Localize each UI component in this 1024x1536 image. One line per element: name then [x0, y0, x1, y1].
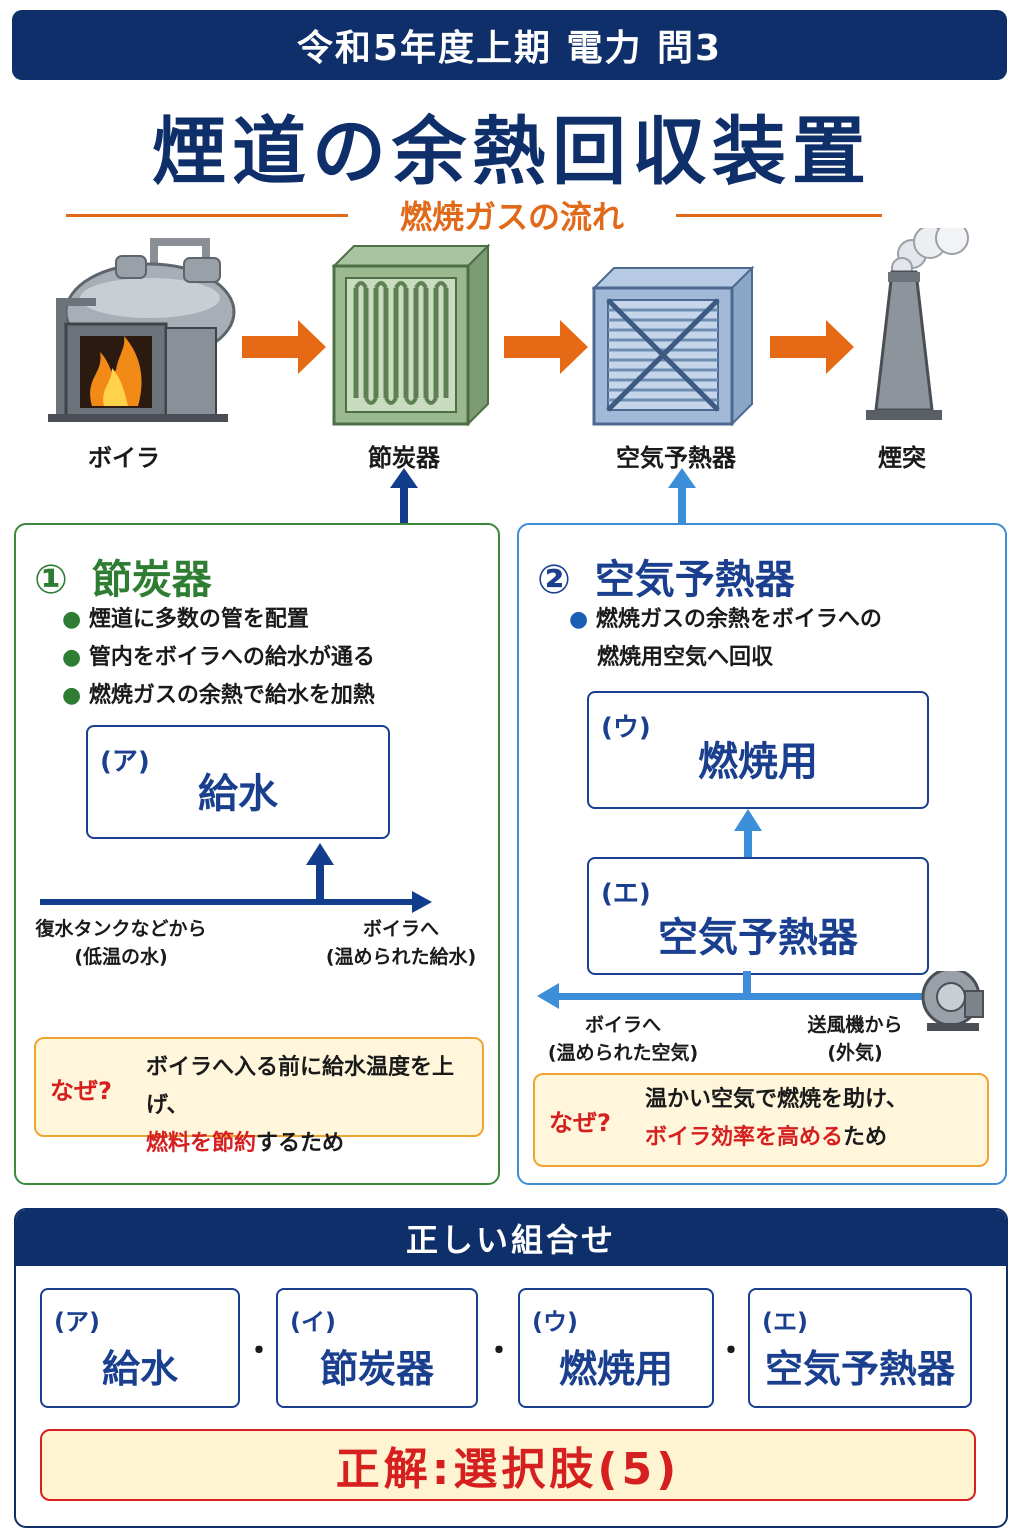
air-preheater-reason-text: 温かい空気で燃焼を助け、 ボイラ効率を高めるため — [645, 1087, 908, 1150]
box-label-u: 燃焼用 — [698, 739, 818, 785]
equipment-label-economizer: 節炭器 — [368, 444, 440, 472]
answer-separator: ・ — [484, 1334, 514, 1369]
box-tag-a: (ア) — [100, 747, 150, 777]
answer-item-e: (エ) 空気予熱器 — [748, 1288, 972, 1408]
boiler-icon — [48, 238, 236, 422]
air-source: 送風機から (外気) — [807, 1014, 903, 1064]
answer-item-a: (ア) 給水 — [40, 1288, 240, 1408]
box-label-a: 給水 — [198, 771, 278, 817]
heated-air-destination: ボイラへ (温められた空気) — [547, 1014, 699, 1064]
equipment-label-boiler: ボイラ — [88, 444, 160, 472]
flow-arrow-2 — [504, 320, 588, 374]
header-title: 令和5年度上期 電力 問3 — [296, 28, 723, 69]
panel-number-1: ① — [34, 557, 68, 603]
feedwater-line — [40, 843, 432, 913]
box-label-e: 空気予熱器 — [658, 915, 858, 961]
connector-arrows — [390, 468, 696, 524]
up-arrow-economizer — [390, 468, 418, 524]
flow-arrow-3 — [770, 320, 854, 374]
chimney-icon — [866, 228, 969, 420]
flow-label: 燃焼ガスの流れ — [399, 198, 624, 236]
economizer-icon — [331, 243, 491, 427]
answer-heading: 正しい組合せ — [16, 1210, 1006, 1266]
flow-illustration — [48, 228, 969, 427]
economizer-reason-text: ボイラへ入る前に給水温度を上げ、 燃料を節約するため — [146, 1055, 455, 1156]
feedwater-destination: ボイラへ (温められた給水) — [325, 918, 477, 968]
feedwater-source: 復水タンクなどから (低温の水) — [35, 918, 207, 968]
answer-box-e: (エ) 空気予熱器 — [587, 857, 929, 975]
main-title: 煙道の余熱回収装置 — [152, 109, 872, 195]
air-preheater-panel-title: ② 空気予熱器 — [537, 547, 795, 605]
blower-icon — [921, 971, 984, 1031]
economizer-title: 節炭器 — [91, 557, 212, 603]
flow-line-left — [66, 214, 348, 217]
box-tag-u: (ウ) — [601, 713, 651, 743]
answer-box-a: (ア) 給水 — [86, 725, 390, 839]
economizer-reason-box: なぜ? ボイラへ入る前に給水温度を上げ、 燃料を節約するため — [34, 1037, 484, 1156]
flow-line-right — [676, 214, 882, 217]
panel-number-2: ② — [537, 557, 571, 603]
air-preheater-icon — [591, 265, 755, 427]
box-tag-e: (エ) — [601, 879, 651, 909]
final-answer: 正解:選択肢(5) — [40, 1429, 976, 1501]
answer-box-u: (ウ) 燃焼用 — [587, 691, 929, 809]
answer-panel: 正しい組合せ (ア) 給水 ・ (イ) 節炭器 ・ (ウ) 燃焼用 ・ (エ) … — [14, 1208, 1008, 1528]
air-line — [537, 971, 984, 1031]
equipment-label-air-preheater: 空気予熱器 — [616, 444, 736, 472]
up-arrow-combustion-air — [734, 809, 762, 859]
bullet-item: ● 煙道に多数の管を配置 — [62, 607, 309, 632]
air-preheater-title: 空気予熱器 — [594, 557, 795, 603]
economizer-panel: ① 節炭器 ● 煙道に多数の管を配置 ● 管内をボイラへの給水が通る ● 燃焼ガ… — [14, 523, 500, 1185]
why-label: なぜ? — [50, 1077, 112, 1105]
economizer-bullets: ● 煙道に多数の管を配置 ● 管内をボイラへの給水が通る ● 燃焼ガスの余熱で給… — [62, 601, 375, 715]
answer-separator: ・ — [716, 1334, 746, 1369]
header-bar: 令和5年度上期 電力 問3 — [12, 10, 1007, 80]
economizer-panel-title: ① 節炭器 — [34, 547, 212, 605]
answer-separator: ・ — [244, 1334, 274, 1369]
answer-item-i: (イ) 節炭器 — [276, 1288, 478, 1408]
air-preheater-panel: ② 空気予熱器 ● 燃焼ガスの余熱をボイラへの 燃焼用空気へ回収 (ウ) 燃焼用… — [517, 523, 1007, 1185]
bullet-item: ● 燃焼ガスの余熱で給水を加熱 — [62, 683, 375, 708]
flow-arrow-1 — [242, 320, 326, 374]
equipment-label-chimney: 煙突 — [878, 444, 926, 472]
why-label: なぜ? — [549, 1109, 611, 1137]
air-preheater-reason-box: なぜ? 温かい空気で燃焼を助け、 ボイラ効率を高めるため — [533, 1073, 989, 1167]
bullet-item: ● 管内をボイラへの給水が通る — [62, 645, 375, 670]
answer-item-u: (ウ) 燃焼用 — [518, 1288, 714, 1408]
up-arrow-air-preheater — [668, 468, 696, 524]
air-preheater-bullet: ● 燃焼ガスの余熱をボイラへの 燃焼用空気へ回収 — [569, 607, 882, 670]
